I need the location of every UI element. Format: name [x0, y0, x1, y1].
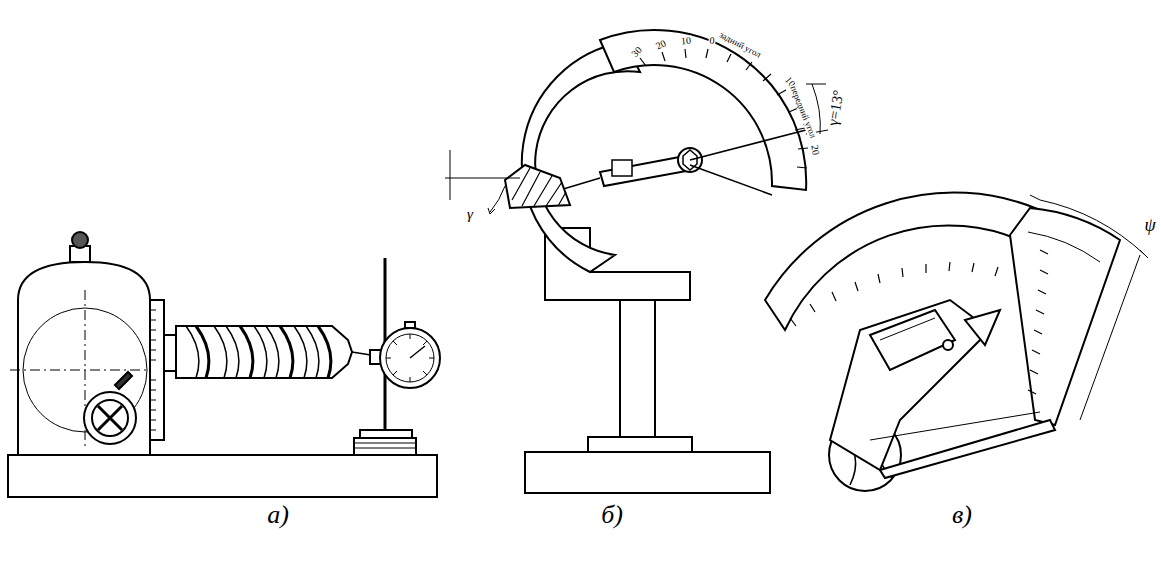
scale-number: 10 — [680, 35, 693, 46]
figure-letter: в) — [952, 502, 972, 528]
angle-value: γ=13° — [825, 88, 846, 128]
figure-letter: б) — [601, 502, 623, 528]
runout-fixture — [8, 232, 440, 497]
angle-symbol: ψ — [1144, 216, 1155, 234]
figure-letter: а) — [267, 502, 289, 528]
scale-number: 0 — [708, 36, 716, 47]
angle-protractor — [445, 30, 828, 493]
scale-number: 20 — [809, 143, 821, 157]
angle-gauge — [765, 193, 1148, 491]
angle-symbol: γ — [467, 207, 473, 222]
